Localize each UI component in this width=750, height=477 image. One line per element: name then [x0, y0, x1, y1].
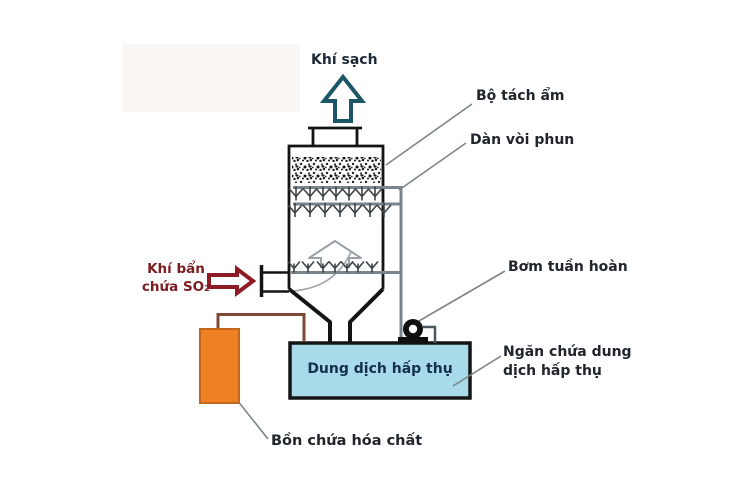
clean-gas-arrow-icon: [319, 73, 367, 123]
circulation-pump-label: Bơm tuần hoàn: [508, 259, 628, 275]
spray-nozzle-icon: [288, 186, 304, 201]
gas-flow-arrow: [308, 240, 362, 268]
clean-gas-label: Khí sạch: [311, 52, 378, 68]
circulation-pump: [398, 319, 437, 343]
mist-eliminator-band: [292, 157, 381, 183]
chemical-feed-pipe: [216, 313, 306, 342]
spray-nozzle-icon: [328, 186, 344, 201]
tower-body: [287, 144, 385, 289]
solution-compartment-label: Ngăn chứa dung dịch hấp thụ: [503, 343, 632, 381]
spray-nozzle-icon: [287, 260, 301, 273]
spray-nozzle-icon: [315, 186, 331, 201]
spray-row-3: [287, 260, 403, 274]
spray-row-2: [287, 202, 403, 217]
pump-eye: [408, 324, 418, 334]
spray-nozzle-icon: [332, 203, 348, 217]
spray-nozzle-icon: [328, 260, 342, 273]
spray-nozzle-icon: [341, 186, 357, 201]
solution-compartment-label-line2: dịch hấp thụ: [503, 363, 602, 379]
spray-nozzle-icon: [287, 203, 303, 217]
solution-compartment-label-line1: Ngăn chứa dung: [503, 344, 632, 360]
mist-separator-label: Bộ tách ẩm: [476, 88, 565, 104]
spray-nozzle-icon: [316, 260, 330, 273]
pump-base: [398, 337, 428, 343]
tower-neck: [308, 126, 362, 146]
leader-solution-compartment: [452, 355, 502, 387]
spray-nozzle-icon: [301, 260, 315, 273]
dirty-gas-label-line2: chứa SO₂: [141, 279, 211, 295]
chemical-tank-label: Bồn chứa hóa chất: [271, 433, 423, 449]
leader-mist-separator: [385, 103, 473, 166]
gas-flow-curve: [292, 251, 352, 292]
spray-nozzle-icon: [376, 203, 392, 217]
background-panel: [122, 44, 300, 112]
leader-spray-nozzles: [398, 142, 467, 191]
spray-nozzles-label: Dàn vòi phun: [470, 132, 575, 148]
spray-nozzle-icon: [367, 186, 383, 201]
spray-row-1: [288, 186, 403, 201]
spray-nozzle-icon: [354, 186, 370, 201]
spray-nozzle-icon: [351, 260, 365, 273]
solution-tank: [288, 341, 472, 400]
spray-nozzle-icon: [317, 203, 333, 217]
absorption-solution-label: Dung dịch hấp thụ: [307, 361, 453, 377]
spray-nozzle-icon: [347, 203, 363, 217]
spray-nozzle-icon: [302, 186, 318, 201]
dirty-gas-label: Khí bẩn chứa SO₂: [136, 260, 216, 296]
spray-nozzle-icon: [302, 203, 318, 217]
leader-circulation-pump: [418, 270, 506, 322]
inlet-pipe: [259, 265, 289, 297]
dirty-gas-label-line1: Khí bẩn: [147, 261, 205, 277]
spray-nozzle-icon: [362, 203, 378, 217]
pump-outlet-pipe: [423, 325, 437, 343]
tower-cone: [287, 287, 385, 343]
spray-nozzle-icon: [365, 260, 379, 273]
dirty-gas-arrow-icon: [207, 265, 257, 297]
chemical-tank: [199, 328, 240, 404]
